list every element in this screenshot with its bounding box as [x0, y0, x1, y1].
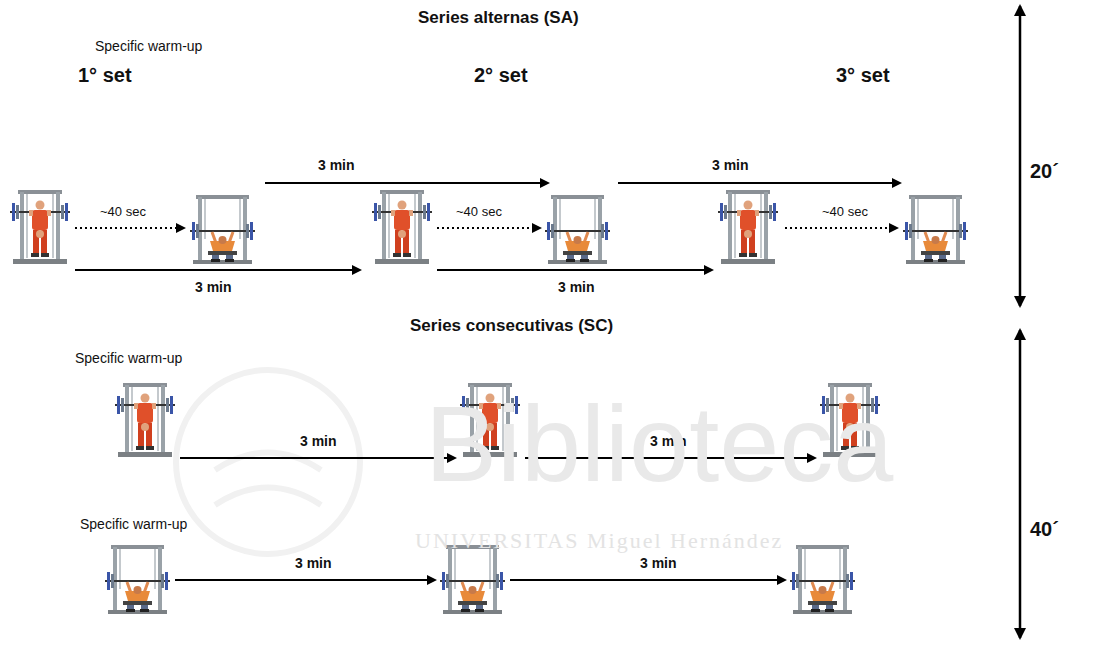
rest-arrows: [75, 227, 897, 229]
total-duration: 40´: [1030, 518, 1059, 541]
time-arrows: [75, 183, 900, 580]
rest-time: 3 min: [558, 279, 595, 295]
rest-time: 3 min: [195, 279, 232, 295]
rest-time: 3 min: [640, 555, 677, 571]
watermark: Biblioteca: [425, 382, 893, 506]
transition-time: ~40 sec: [456, 205, 502, 220]
transition-time: ~40 sec: [100, 205, 146, 220]
warmup-note: Specific warm-up: [75, 350, 182, 366]
set-heading: 2° set: [474, 64, 528, 87]
watermark-logo: [176, 370, 360, 554]
set-heading: 1° set: [78, 64, 132, 87]
rest-time: 3 min: [318, 157, 355, 173]
set-heading: 3° set: [836, 64, 890, 87]
watermark: UNIVERSITAS Miguel Hernández: [415, 528, 783, 553]
warmup-note: Specific warm-up: [95, 38, 202, 54]
rest-time: 3 min: [712, 157, 749, 173]
machine-icons: [10, 190, 968, 614]
rest-time: 3 min: [295, 555, 332, 571]
section-heading: Series alternas (SA): [418, 8, 579, 28]
duration-arrows: [1019, 6, 1022, 638]
section-heading: Series consecutivas (SC): [410, 316, 613, 336]
warmup-note: Specific warm-up: [80, 516, 187, 532]
total-duration: 20´: [1030, 160, 1059, 183]
transition-time: ~40 sec: [822, 205, 868, 220]
rest-time: 3 min: [300, 433, 337, 449]
